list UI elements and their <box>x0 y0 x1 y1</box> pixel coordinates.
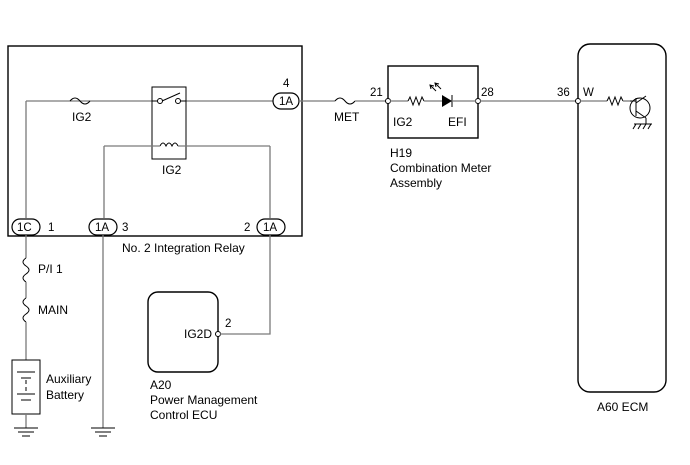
ecm-transistor-icon <box>629 95 652 130</box>
meter-pin28-node <box>475 98 481 104</box>
ecm-pin-node <box>575 98 581 104</box>
ecm-wire-label: W <box>583 87 594 99</box>
fuse-ig2-symbol <box>69 97 91 105</box>
meter-code: H19 <box>390 146 412 160</box>
connector-1a-right-label: 1A <box>263 222 277 234</box>
meter-name-1: Combination Meter <box>390 161 491 175</box>
battery-label-1: Auxiliary <box>46 372 91 386</box>
connector-1c-label: 1C <box>17 222 32 234</box>
pm-ecu-name-2: Control ECU <box>150 408 217 422</box>
ecm-resistor-symbol <box>606 95 624 107</box>
meter-label-out: EFI <box>448 115 467 129</box>
meter-pin-in: 21 <box>370 87 383 99</box>
meter-resistor-symbol <box>407 95 425 107</box>
meter-name-2: Assembly <box>390 176 442 190</box>
fuse-main-label: MAIN <box>38 303 68 317</box>
connector-1a-right-pin: 2 <box>244 222 250 234</box>
meter-label-in: IG2 <box>393 115 413 129</box>
efi-indicator-led-icon <box>429 82 453 107</box>
pm-ecu-code: A20 <box>150 378 172 392</box>
fuse-main-symbol <box>22 297 30 323</box>
integration-relay-name: No. 2 Integration Relay <box>122 241 245 255</box>
pm-ecu-pin-label: IG2D <box>184 327 212 341</box>
connector-1a-top-pin: 4 <box>283 78 290 90</box>
connector-1a-top-label: 1A <box>279 96 293 108</box>
connector-1a-left-label: 1A <box>95 222 109 234</box>
fuse-pi1-label: P/I 1 <box>38 262 63 276</box>
ecm-name: A60 ECM <box>597 400 648 414</box>
fuse-met-symbol <box>334 97 356 105</box>
connector-1a-left-pin: 3 <box>122 222 128 234</box>
relay-contact-node-2 <box>175 98 181 104</box>
relay-ig2-label: IG2 <box>162 163 182 177</box>
fuse-ig2-label: IG2 <box>72 110 92 124</box>
pm-ecu-pin-number: 2 <box>225 318 231 330</box>
battery-label-2: Battery <box>46 388 84 402</box>
fuse-pi1-symbol <box>22 257 30 283</box>
pm-ecu-pin-node <box>215 331 221 337</box>
meter-pin21-node <box>385 98 391 104</box>
meter-pin-out: 28 <box>481 87 494 99</box>
ground-symbol-battery <box>14 427 38 437</box>
relay-switch-box <box>151 86 187 160</box>
pm-ecu-name-1: Power Management <box>150 393 258 407</box>
ground-symbol-pin3 <box>91 427 115 437</box>
ecm-pin: 36 <box>557 87 570 99</box>
pm-ecu-wire <box>220 235 271 335</box>
relay-contact-node <box>157 98 163 104</box>
fuse-met-label: MET <box>334 110 360 124</box>
connector-1c-pin: 1 <box>48 222 54 234</box>
ecm-box <box>577 43 667 393</box>
relay-coil-symbol <box>159 142 179 148</box>
integration-relay-box <box>7 45 303 237</box>
relay-contact-arm <box>161 92 181 102</box>
connector-1a-right <box>256 218 286 236</box>
